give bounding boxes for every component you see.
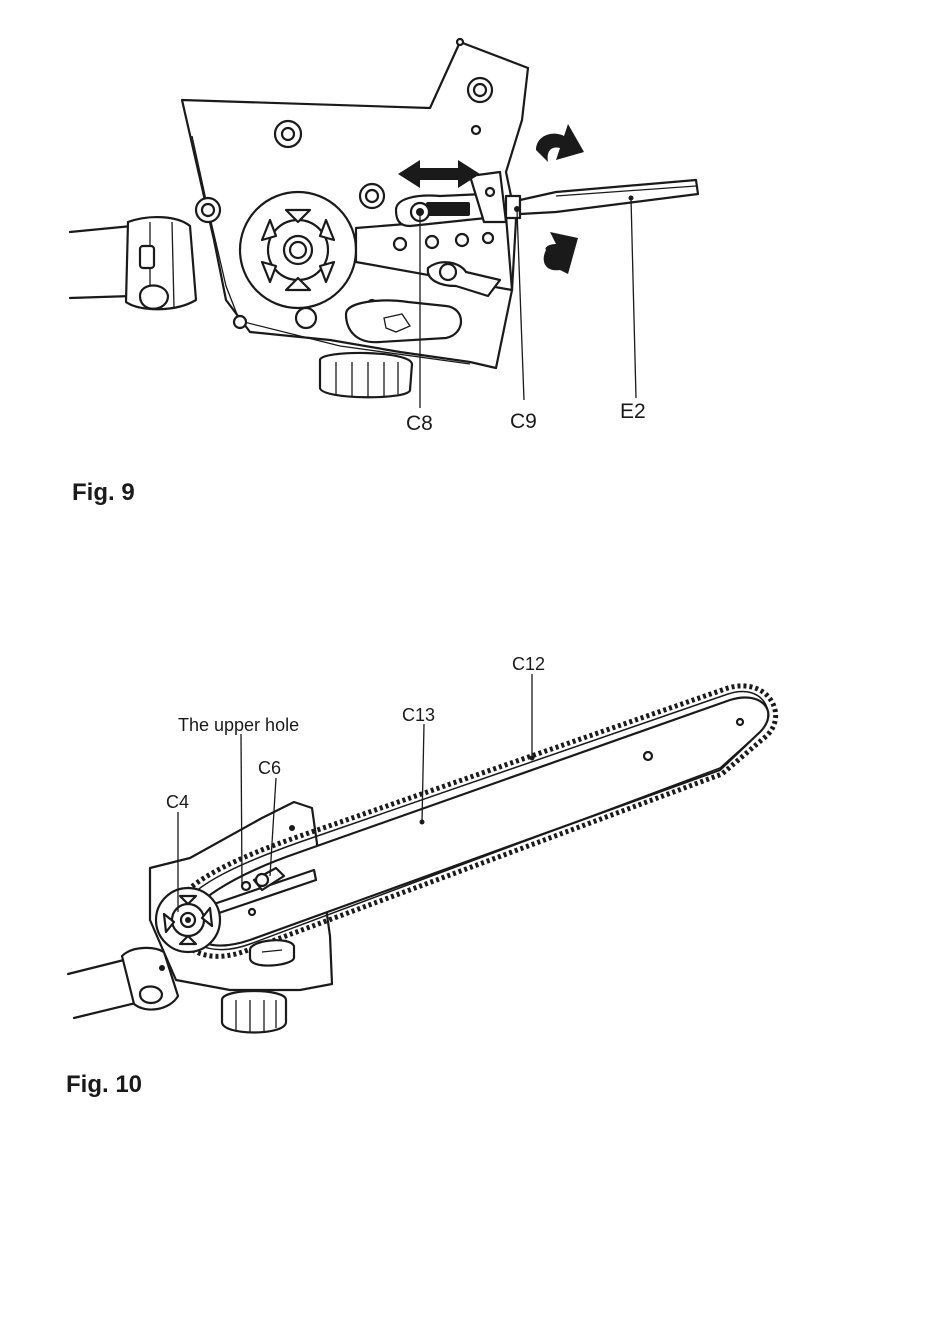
leader-c9 [517, 210, 524, 400]
pole-tube [68, 948, 178, 1018]
label-c4: C4 [166, 792, 189, 812]
pole-tube [70, 217, 196, 309]
label-upper-hole: The upper hole [178, 715, 299, 735]
bar-tension-knob [320, 353, 412, 397]
label-e2: E2 [620, 400, 646, 423]
figure-10: The upper hole C13 C12 C6 C4 [68, 654, 776, 1033]
figure-9: C8 C9 E2 [70, 39, 698, 435]
bar-label-window [250, 940, 294, 965]
caption-fig10: Fig. 10 [66, 1071, 142, 1098]
label-c6: C6 [258, 758, 281, 778]
label-c13: C13 [402, 705, 435, 725]
bar-tension-knob [222, 991, 286, 1033]
label-c12: C12 [512, 654, 545, 674]
screwdriver-tool [520, 180, 698, 214]
label-c9: C9 [510, 410, 537, 433]
leader-e2 [631, 198, 636, 398]
caption-fig9: Fig. 9 [72, 479, 135, 506]
label-c8: C8 [406, 412, 433, 435]
sprocket-wheel [240, 192, 356, 308]
sprocket-wheel [156, 888, 220, 952]
